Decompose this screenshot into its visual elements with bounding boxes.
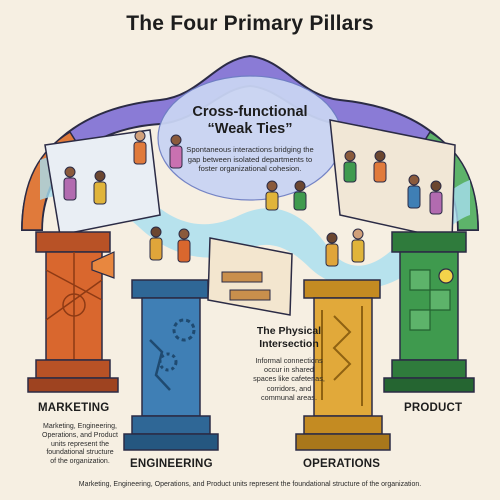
weak-ties-heading: Cross-functional “Weak Ties”	[175, 104, 325, 138]
weak-ties-heading-line: Cross-functional	[192, 104, 308, 120]
marketing-label: MARKETING	[38, 402, 110, 414]
lightbulb-icon	[438, 268, 454, 284]
weak-ties-body-line: gap between isolated departments to	[187, 154, 313, 164]
weak-ties-heading-line: “Weak Ties”	[207, 121, 293, 137]
weak-ties-body-line: foster organizational cohesion.	[198, 164, 302, 173]
cafeteria-room	[207, 237, 293, 316]
connection-stream	[40, 153, 470, 289]
physical-intersection-heading: The Physical Intersection	[248, 325, 330, 350]
marketing-body-line: foundational structure	[46, 449, 114, 457]
weak-ties-bubble	[157, 75, 343, 201]
physical-intersection-body-line: spaces like cafeterias,	[253, 374, 325, 384]
megaphone-icon	[91, 251, 115, 279]
marketing-body-line: of the organization.	[50, 458, 110, 466]
physical-intersection-heading-line: The Physical	[256, 325, 322, 337]
product-pillar	[383, 231, 475, 393]
product-label: PRODUCT	[404, 402, 463, 414]
weak-ties-description: Spontaneous interactions bridging the ga…	[166, 145, 334, 174]
operations-pillar	[295, 279, 391, 451]
marketing-body-line: units represent the	[51, 440, 109, 448]
physical-intersection-body-line: Informal connections	[255, 356, 323, 365]
people-figures	[63, 130, 443, 267]
physical-intersection-body-line: corridors, and	[266, 383, 312, 393]
engineering-pillar	[123, 279, 219, 451]
physical-intersection-body-line: occur in shared	[264, 365, 314, 375]
marketing-body-line: Operations, and Product	[42, 431, 118, 439]
engineering-label: ENGINEERING	[130, 458, 213, 470]
page-title: The Four Primary Pillars	[126, 12, 374, 35]
footer-caption: Marketing, Engineering, Operations, and …	[78, 481, 422, 488]
marketing-description: Marketing, Engineering, Operations, and …	[34, 423, 126, 467]
weak-ties-body-line: Spontaneous interactions bridging the	[186, 145, 314, 154]
marketing-pillar	[27, 231, 119, 393]
physical-intersection-description: Informal connections occur in shared spa…	[250, 356, 328, 402]
physical-intersection-heading-line: Intersection	[259, 337, 319, 350]
physical-intersection-body-line: communal areas.	[261, 392, 317, 402]
gear-icon	[172, 318, 196, 342]
marketing-body-line: Marketing, Engineering,	[43, 423, 117, 430]
operations-label: OPERATIONS	[303, 458, 381, 470]
